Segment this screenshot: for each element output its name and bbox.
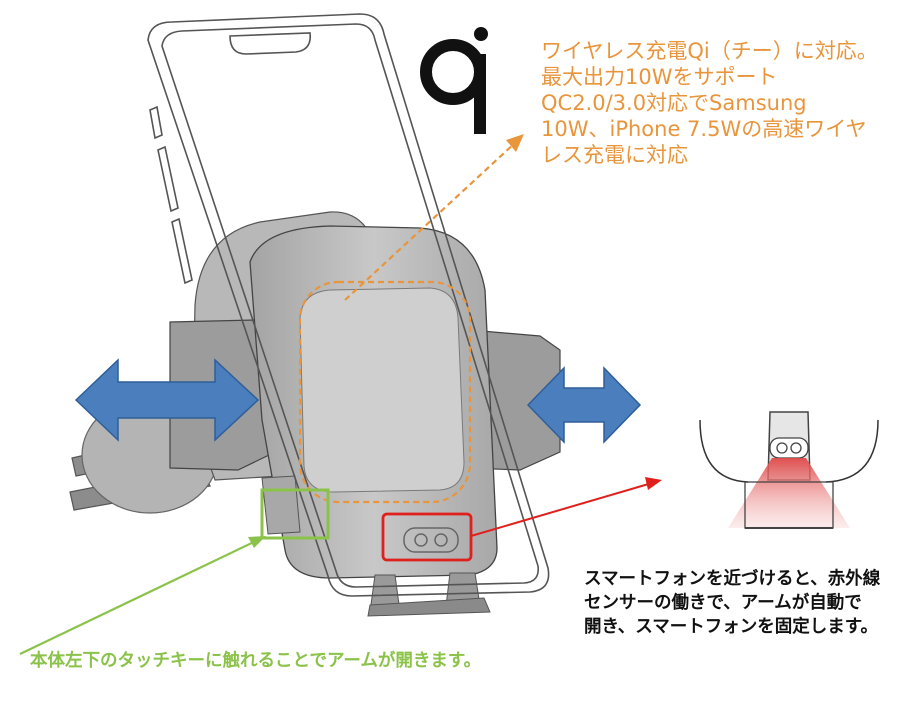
touch-pointer-arrowhead (248, 536, 266, 548)
charging-coil-highlight (298, 280, 472, 504)
sensor-description: スマートフォンを近づけると、赤外線 センサーの働きで、アームが自動で 開き、スマ… (584, 569, 881, 637)
touch-pointer-line (19, 539, 259, 655)
qi-pointer-line (344, 141, 517, 301)
qi-pointer-arrowhead (506, 134, 524, 152)
sensor-pointer-arrowhead (645, 477, 662, 490)
car-mount-illustration (69, 13, 561, 617)
infrared-beam (728, 458, 850, 528)
front-sensor (403, 527, 459, 553)
touch-key-callout-graphics (19, 488, 330, 655)
touch-key-area (261, 475, 301, 535)
right-double-arrow (526, 366, 642, 444)
sensor-icon (699, 411, 879, 529)
sensor-highlight (381, 512, 473, 562)
qi-callout-graphics (298, 134, 524, 504)
sensor-callout-graphics (381, 477, 662, 562)
touch-key-highlight (260, 488, 330, 540)
sensor-pointer-line (470, 482, 653, 537)
double-arrow-icon (74, 358, 642, 444)
qi-logo-icon (420, 27, 488, 134)
qi-description: ワイヤレス充電Qi（チー）に対応。 最大出力10Wをサポート QC2.0/3.0… (541, 39, 878, 167)
left-double-arrow (74, 358, 260, 442)
touch-key-description: 本体左下のタッチキーに触れることでアームが開きます。 (30, 651, 482, 671)
smartphone-outline (147, 13, 550, 597)
